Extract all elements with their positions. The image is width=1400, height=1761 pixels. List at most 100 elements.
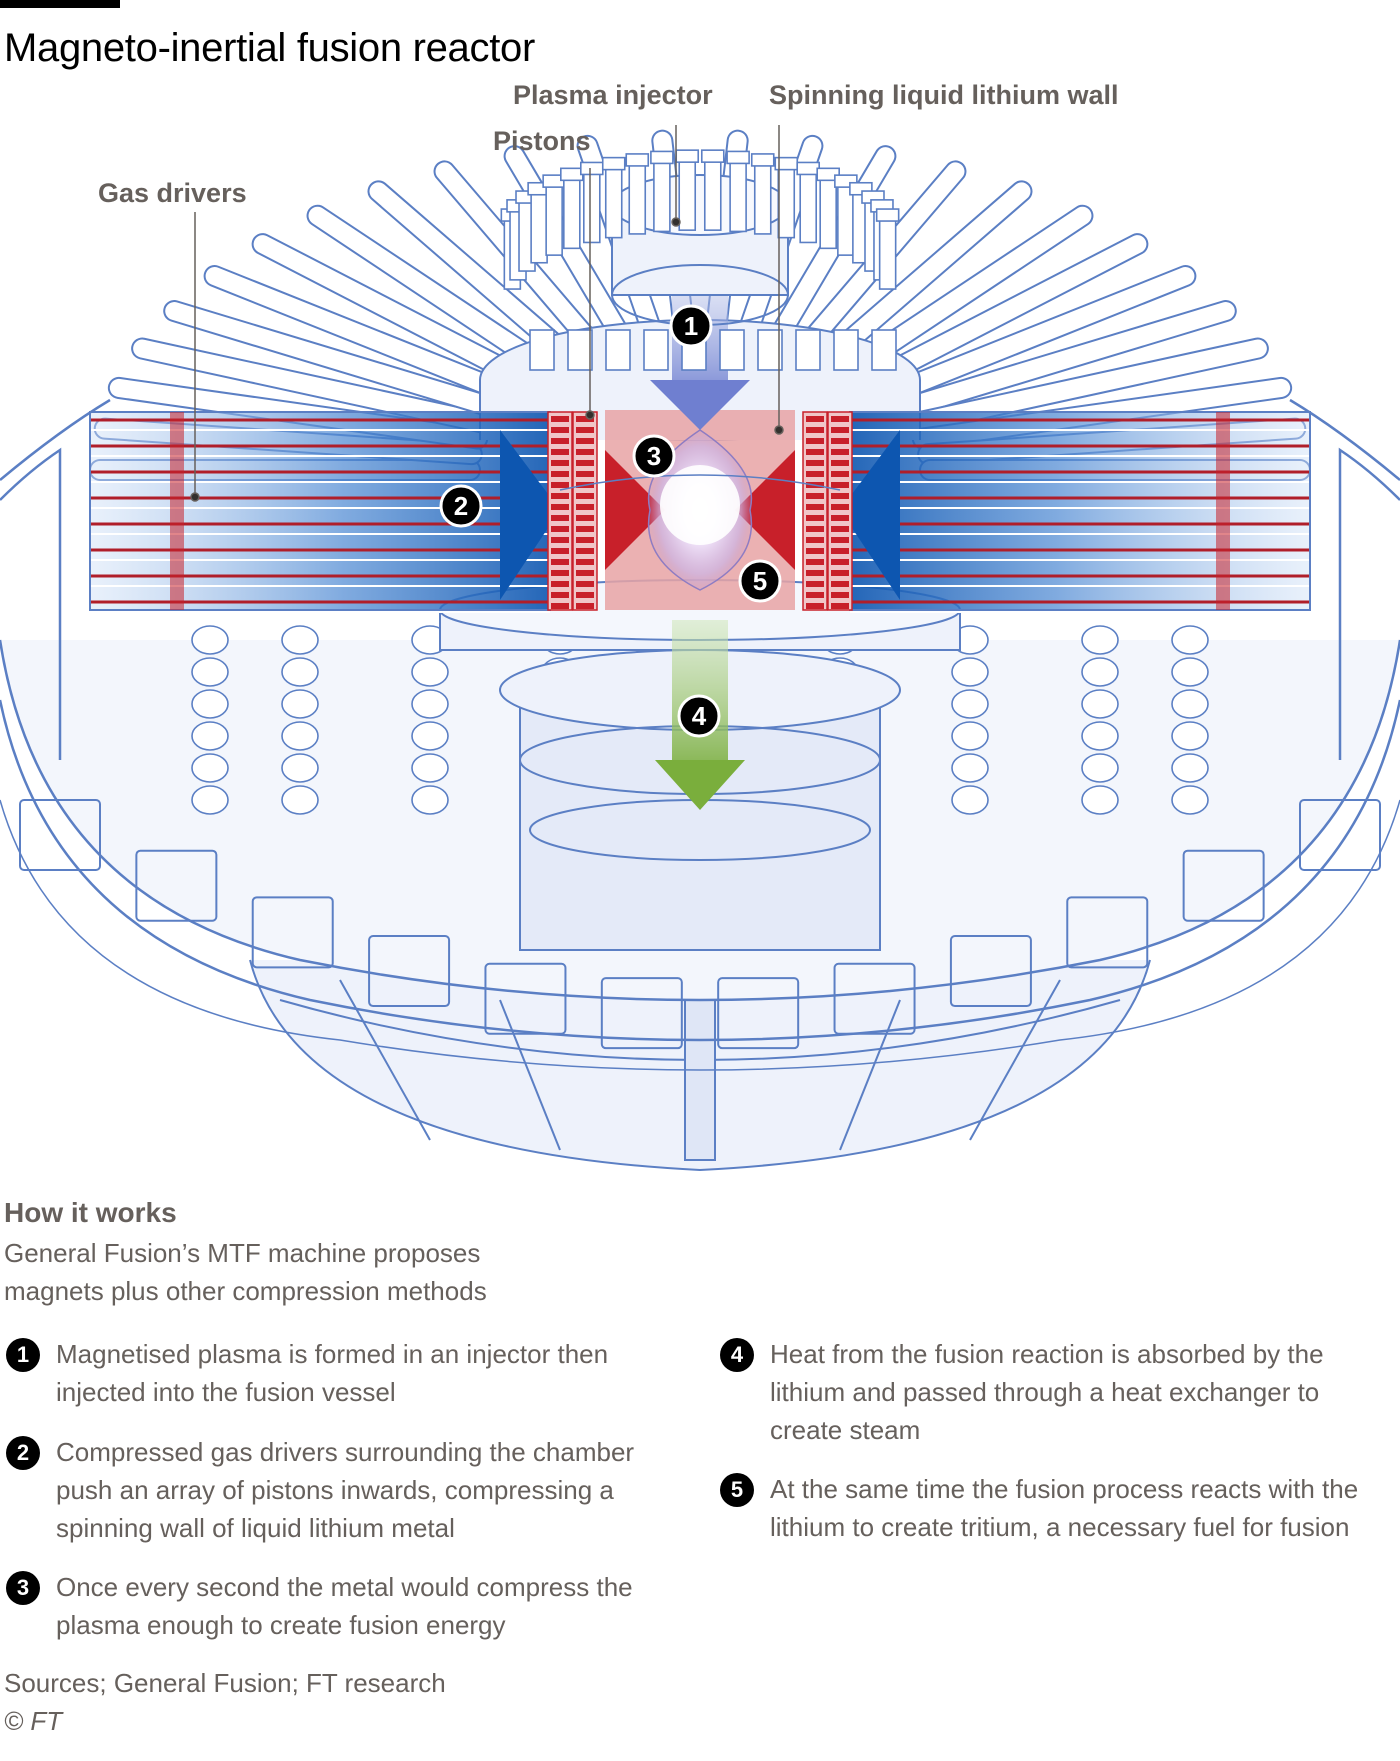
support-rod — [951, 721, 989, 751]
crown-valve — [871, 329, 897, 371]
fan-cylinder — [133, 339, 496, 433]
support-rod — [281, 753, 319, 783]
crown-piston — [604, 166, 623, 239]
support-rod — [191, 785, 229, 815]
piston-columns — [547, 411, 853, 611]
svg-text:3: 3 — [647, 441, 661, 471]
support-rod — [1171, 689, 1209, 719]
crown-piston-cap — [700, 149, 725, 163]
piston-segment — [806, 438, 824, 444]
badge-5: 5 — [738, 559, 782, 603]
crown-piston — [530, 191, 548, 264]
badge-4: 4 — [677, 694, 721, 738]
support-rod — [951, 785, 989, 815]
railing-panel — [368, 935, 451, 1008]
railing-panel — [135, 849, 218, 922]
crown-valve — [643, 329, 669, 371]
how-it-works-heading: How it works — [4, 1197, 177, 1228]
piston-segment — [831, 416, 849, 422]
fan-cylinder — [858, 235, 1147, 393]
crown-piston — [653, 160, 671, 233]
support-rod — [191, 657, 229, 687]
support-rod — [281, 657, 319, 687]
railing-panel — [1066, 896, 1149, 969]
svg-text:5: 5 — [753, 566, 767, 596]
piston-segment — [551, 526, 569, 532]
svg-text:4: 4 — [692, 701, 707, 731]
piston-segment — [576, 559, 594, 565]
railing-panel — [1299, 799, 1381, 871]
piston-segment — [551, 471, 569, 477]
crown-piston-cap — [675, 149, 700, 163]
piston-segment — [551, 570, 569, 576]
support-rod — [281, 721, 319, 751]
piston-column — [802, 411, 828, 611]
step-text: Heat from the fusion reaction is absorbe… — [770, 1339, 1324, 1445]
crown-piston-cap — [726, 150, 750, 165]
piston-segment — [576, 570, 594, 576]
fan-cylinder — [253, 235, 542, 393]
piston-segment — [551, 482, 569, 488]
fan-cylinder — [892, 302, 1235, 419]
crown-piston-cap — [579, 161, 604, 176]
piston-segment — [576, 438, 594, 444]
piston-segment — [576, 603, 594, 609]
base-structure — [249, 879, 1151, 1172]
piston-segment — [806, 427, 824, 433]
crown-piston-cap — [625, 153, 650, 167]
piston-segment — [576, 537, 594, 543]
piston-segment — [806, 416, 824, 422]
step-number: 3 — [6, 1571, 40, 1605]
step-text: At the same time the fusion process reac… — [770, 1474, 1359, 1542]
crown-piston — [628, 163, 647, 235]
step-text: Magnetised plasma is formed in an inject… — [56, 1339, 609, 1407]
piston-segment — [551, 460, 569, 466]
crown-piston — [563, 177, 581, 250]
support-rod — [191, 689, 229, 719]
support-rod — [1171, 657, 1209, 687]
crown-valve — [529, 329, 555, 371]
crown-piston — [837, 184, 855, 256]
step-number: 4 — [720, 1338, 754, 1372]
badge-2: 2 — [439, 484, 483, 528]
fan-cylinder — [165, 302, 508, 419]
step-number: 2 — [6, 1436, 40, 1470]
piston-segment — [551, 603, 569, 609]
piston-segment — [576, 460, 594, 466]
gas-driver-pressure-arrows — [500, 430, 900, 600]
crown-piston — [799, 171, 818, 244]
railing-panel — [717, 977, 800, 1050]
badge-1: 1 — [669, 304, 713, 348]
piston-segment — [831, 603, 849, 609]
crown-piston-cap — [796, 161, 821, 176]
step-5: 5 At the same time the fusion process re… — [720, 1470, 1380, 1546]
badge-3: 3 — [632, 434, 676, 478]
piston-segment — [576, 427, 594, 433]
step-2: 2 Compressed gas drivers surrounding the… — [6, 1433, 686, 1547]
support-rod — [1081, 625, 1119, 655]
step-3: 3 Once every second the metal would comp… — [6, 1568, 686, 1644]
step-text: Once every second the metal would compre… — [56, 1572, 633, 1640]
piston-segment — [551, 581, 569, 587]
piston-segment — [551, 592, 569, 598]
piston-segment — [831, 537, 849, 543]
step-number: 5 — [720, 1473, 754, 1507]
crown-piston — [729, 160, 747, 233]
piston-segment — [576, 449, 594, 455]
crown-piston-cap — [650, 150, 674, 165]
railing-panel — [484, 962, 567, 1035]
railing-panel — [949, 935, 1032, 1008]
callout-leaders — [190, 125, 784, 502]
crown-valve — [757, 329, 783, 371]
piston-segment — [806, 471, 824, 477]
piston-segment — [831, 471, 849, 477]
support-rod — [281, 625, 319, 655]
reactor-diagram: Plasma injector Spinning liquid lithium … — [0, 80, 1400, 1172]
piston-segment — [551, 493, 569, 499]
crown-piston — [545, 184, 563, 256]
support-rod — [411, 689, 449, 719]
support-rod — [411, 657, 449, 687]
piston-segment — [806, 537, 824, 543]
crown-piston-cap — [875, 208, 900, 222]
callout-gas-drivers: Gas drivers — [98, 178, 247, 208]
